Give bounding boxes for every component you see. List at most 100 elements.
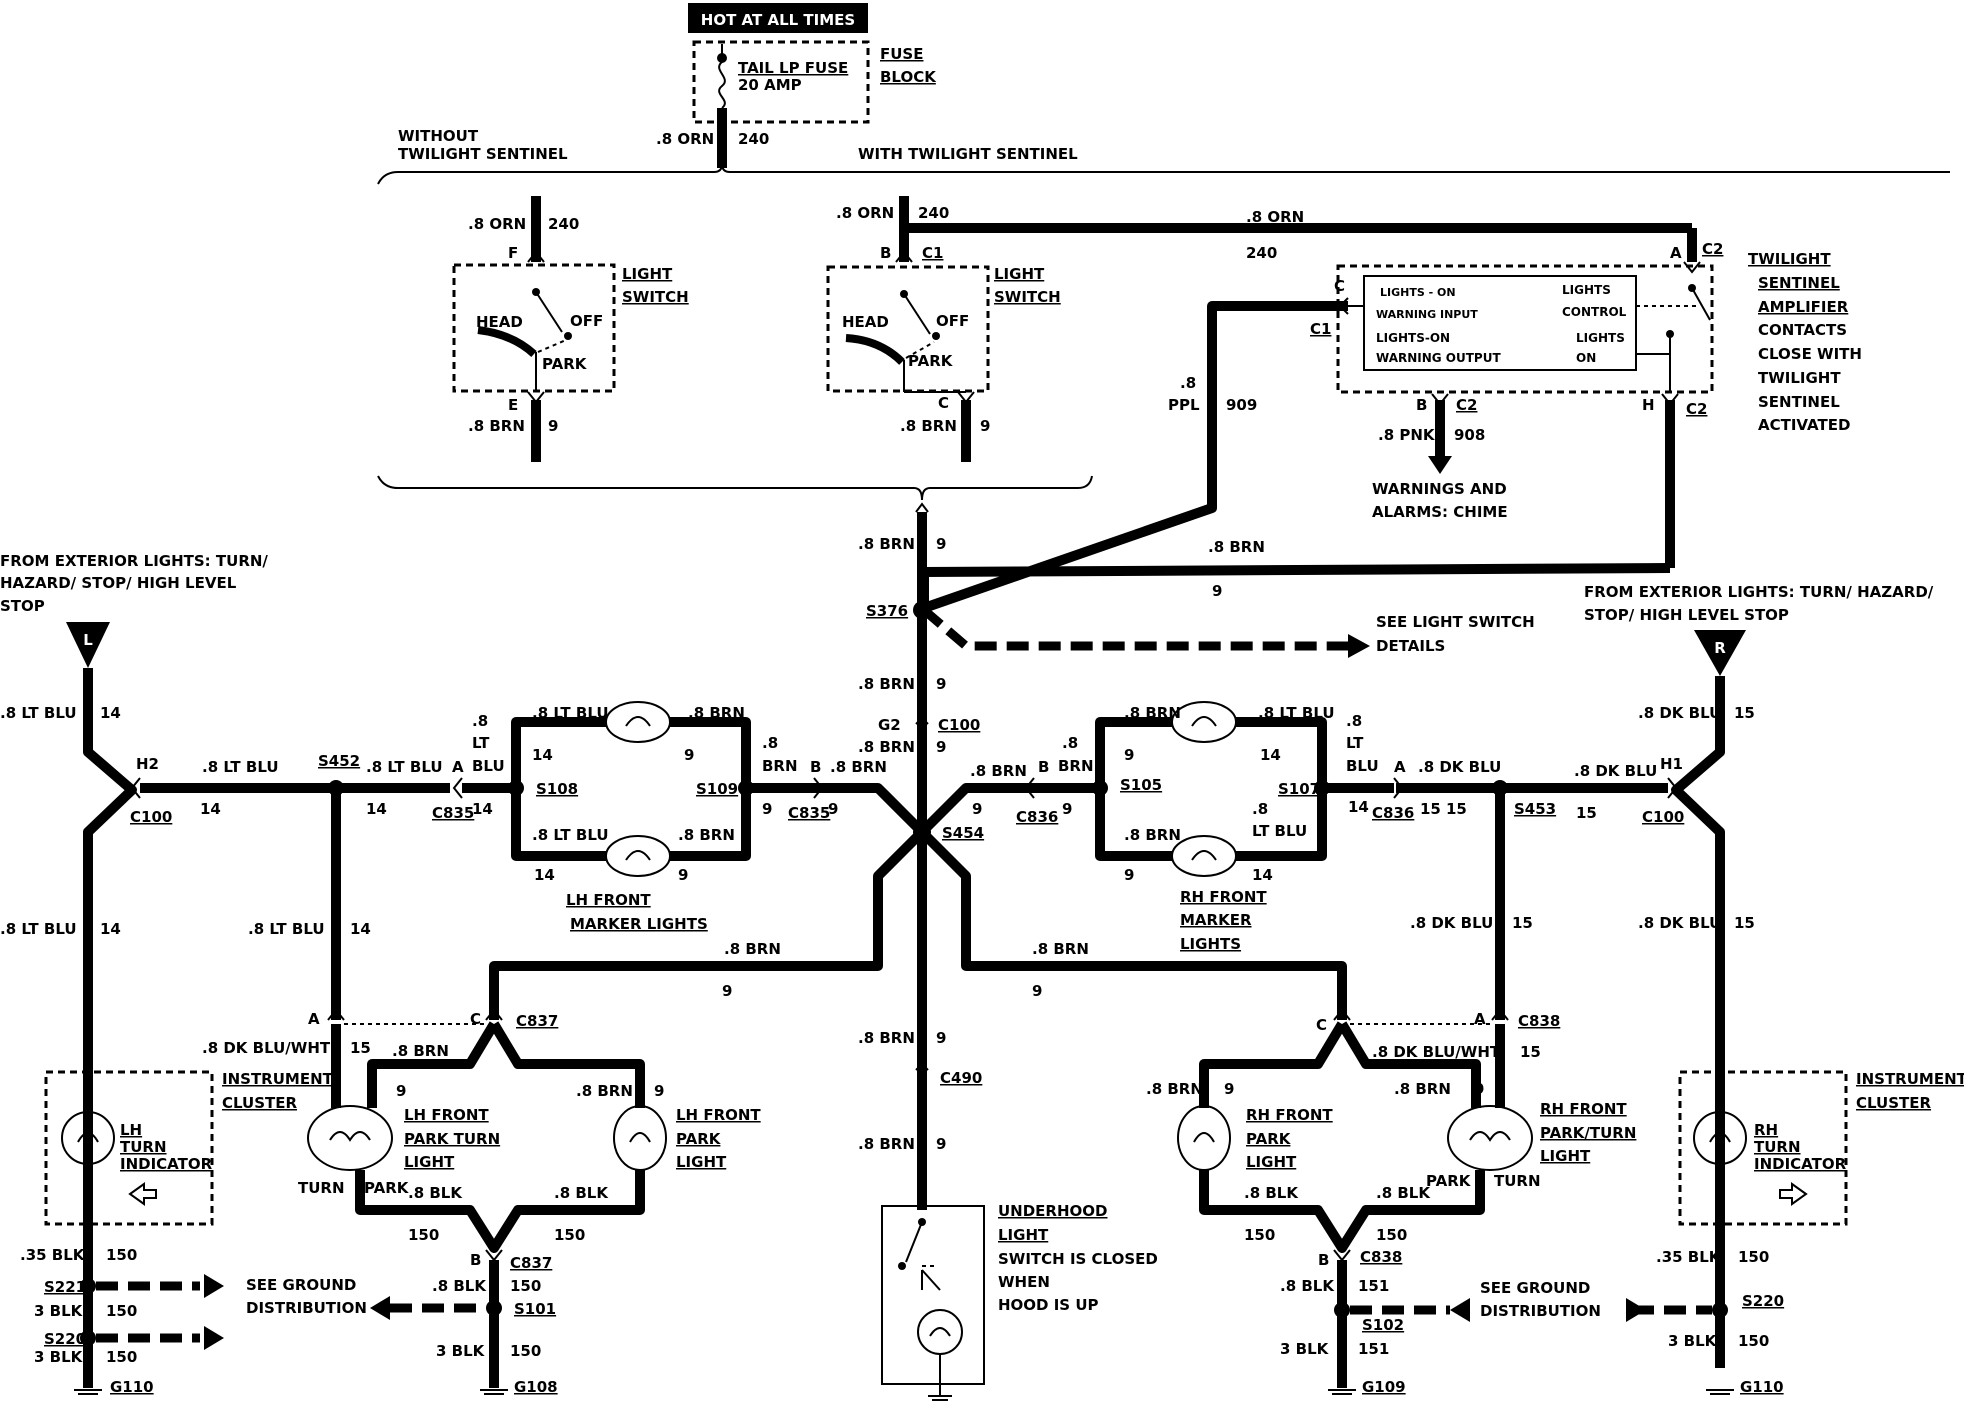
sentinel-box4b: ON <box>1576 351 1596 365</box>
left-side-s101: S101 <box>514 1300 556 1318</box>
right-side-w-top: .8 DK BLU <box>1638 704 1721 722</box>
fuse-name: TAIL LP FUSE <box>738 59 848 77</box>
right-side-vb3: BLU <box>1346 757 1379 775</box>
wire-s454-to-c837 <box>489 828 926 1020</box>
lh-instrument-cluster <box>44 1070 214 1226</box>
right-arrow-icon <box>1779 1182 1808 1206</box>
right-side-pl3: LIGHT <box>1246 1153 1297 1171</box>
light-switch-right-wire-in: .8 ORN <box>836 204 894 222</box>
left-side-pin-a837: A <box>308 1010 320 1028</box>
left-side-c-835: 14 <box>472 800 493 818</box>
rh-turn-indicator-icon <box>1693 1111 1747 1165</box>
light-switch-without-sentinel: .8 ORN 240 F HEAD OFF PARK LIGHT SWITCH … <box>452 196 689 462</box>
center-c5: 9 <box>936 1135 946 1153</box>
right-side-mr-bot-c2: 14 <box>1252 866 1273 884</box>
left-side-vb1: .8 <box>472 712 488 730</box>
left-side-brn-a: .8 BRN <box>392 1042 449 1060</box>
left-input-triangle-icon <box>66 622 110 668</box>
light-switch-right-name2: SWITCH <box>994 288 1061 306</box>
left-side-pl1: LH FRONT <box>676 1106 761 1124</box>
center-s376: S376 <box>866 602 908 620</box>
fuse-symbol-icon <box>718 61 726 109</box>
right-side-c-dk: 14 <box>1348 798 1369 816</box>
left-side-c150d: 150 <box>510 1342 541 1360</box>
right-side-c-s453v: 15 <box>1512 914 1533 932</box>
left-side-park1: LH FRONT <box>404 1106 489 1124</box>
fuse-circuit: 240 <box>738 130 769 148</box>
left-side-ml-top-c: 14 <box>532 746 553 764</box>
left-side-ind2: TURN <box>120 1138 167 1156</box>
sentinel-warn2: ALARMS: CHIME <box>1372 503 1508 521</box>
left-side-c835b: C835 <box>788 804 830 822</box>
left-side-w-h: .8 LT BLU <box>202 758 279 776</box>
right-side-mr-bot-w2a: .8 <box>1252 800 1268 818</box>
sentinel-brn-circ: 9 <box>1212 582 1222 600</box>
right-side-c-vert: 15 <box>1734 914 1755 932</box>
sentinel-pnk: .8 PNK <box>1378 426 1436 444</box>
right-side-w-s453v: .8 DK BLU <box>1410 914 1493 932</box>
option-brace-bottom <box>377 475 1093 501</box>
left-side-h2: H2 <box>136 755 159 773</box>
sentinel-note4: SENTINEL <box>1758 393 1840 411</box>
sentinel-brn-wire: .8 BRN <box>1208 538 1265 556</box>
underhood-lamp-icon <box>917 1309 963 1355</box>
sentinel-wire-top: .8 ORN <box>1246 208 1304 226</box>
left-side-w-brn: .8 BRN <box>830 758 887 776</box>
left-side-blk5: 3 BLK <box>34 1302 84 1320</box>
right-side-c-top: 15 <box>1734 704 1755 722</box>
left-side-c150b: 150 <box>554 1226 585 1244</box>
left-side-vb3: BLU <box>472 757 505 775</box>
left-side-blk6: 3 BLK <box>34 1348 84 1366</box>
right-side-w-h: .8 DK BLU <box>1574 762 1657 780</box>
left-side-ind1: LH <box>120 1121 142 1139</box>
left-side-c-h: 14 <box>200 800 221 818</box>
without-label-1: WITHOUT <box>398 127 479 145</box>
right-side-s102: S102 <box>1362 1316 1404 1334</box>
right-side-c-836: 15 <box>1420 800 1441 818</box>
sentinel-title1: TWILIGHT <box>1748 250 1831 268</box>
sentinel-note3: TWILIGHT <box>1758 369 1841 387</box>
right-side-marker3: LIGHTS <box>1180 935 1241 953</box>
left-side-vbr2: BRN <box>762 757 798 775</box>
center-w4: .8 BRN <box>858 1029 915 1047</box>
fuse-header: HOT AT ALL TIMES <box>688 3 868 33</box>
fuse-block: TAIL LP FUSE 20 AMP FUSE BLOCK .8 ORN 24… <box>656 40 937 168</box>
center-see2: DETAILS <box>1376 637 1445 655</box>
sentinel-box3b: CONTROL <box>1562 305 1627 319</box>
left-side-ml-bot-c: 14 <box>534 866 555 884</box>
left-side-pl2: PARK <box>676 1130 722 1148</box>
right-side-circuit: FROM EXTERIOR LIGHTS: TURN/ HAZARD/ STOP… <box>970 583 1964 1396</box>
sentinel-conn-h: C2 <box>1686 400 1707 418</box>
left-side-dkw: .8 DK BLU/WHT <box>202 1039 331 1057</box>
right-side-c35: 150 <box>1738 1248 1769 1266</box>
right-side-pl1: RH FRONT <box>1246 1106 1333 1124</box>
sentinel-note2: CLOSE WITH <box>1758 345 1862 363</box>
right-side-mr-bot-w2b: LT BLU <box>1252 822 1307 840</box>
right-side-c836b: C836 <box>1016 808 1058 826</box>
left-side-c-835b: 9 <box>828 800 838 818</box>
left-side-w-vert: .8 LT BLU <box>0 920 77 938</box>
right-side-g110: G110 <box>1740 1378 1784 1396</box>
center-s454: S454 <box>942 824 984 842</box>
sentinel-conn-b: C2 <box>1456 396 1477 414</box>
center-c2: 9 <box>936 675 946 693</box>
rh-front-park-lamp-icon <box>1177 1105 1231 1171</box>
dashed-see-details-wire <box>921 606 1348 651</box>
left-side-marker1: LH FRONT <box>566 891 651 909</box>
sentinel-note5: ACTIVATED <box>1758 416 1850 434</box>
wire-s454-to-c838 <box>918 828 1347 1020</box>
left-side-vbr-c: 9 <box>762 800 772 818</box>
sentinel-pin-h: H <box>1642 396 1655 414</box>
left-side-s452: S452 <box>318 752 360 770</box>
right-side-gd1: SEE GROUND <box>1480 1279 1590 1297</box>
left-side-vb2: LT <box>472 734 490 752</box>
right-side-pin-b838: B <box>1318 1251 1329 1269</box>
left-side-s108: S108 <box>536 780 578 798</box>
right-side-blk1: .8 BLK <box>1244 1184 1299 1202</box>
left-side-c150a: 150 <box>408 1226 439 1244</box>
center-w2: .8 BRN <box>858 675 915 693</box>
wire-ppl-909 <box>922 301 1348 613</box>
right-side-marker1: RH FRONT <box>1180 888 1267 906</box>
rh-front-park-turn-lamp-icon <box>1447 1105 1533 1171</box>
